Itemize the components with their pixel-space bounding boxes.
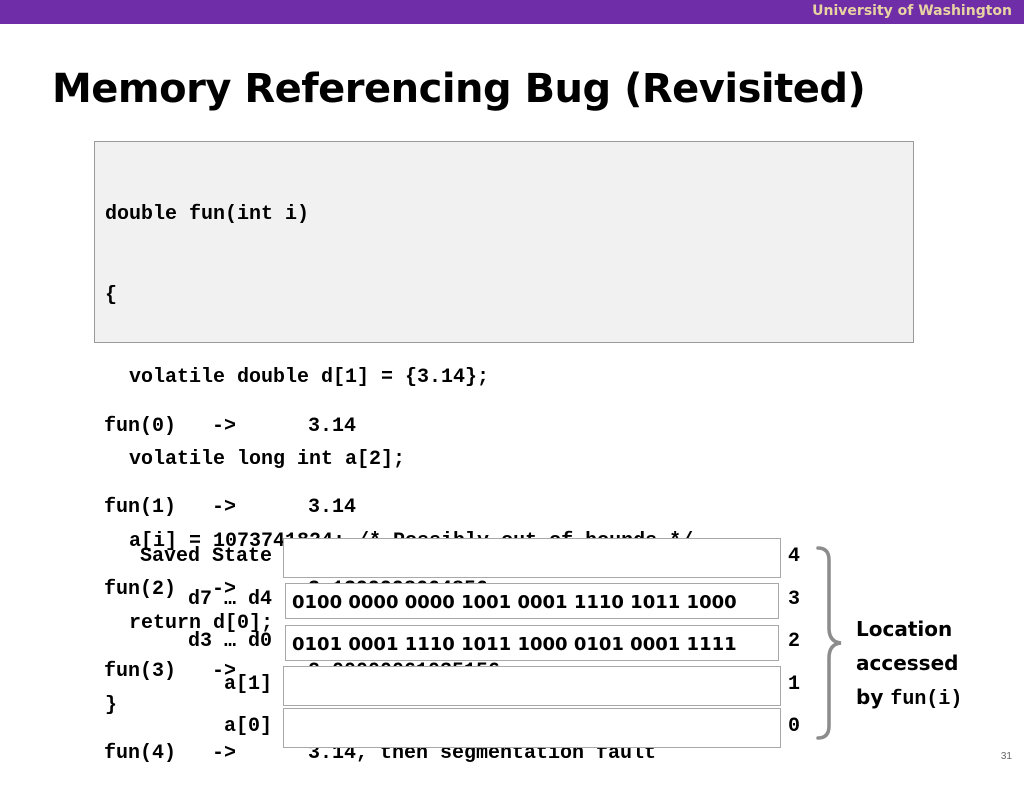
memory-label-a1: a[1]	[223, 673, 272, 696]
memory-index-2: 2	[788, 630, 801, 653]
memory-cell-1	[283, 666, 781, 706]
memory-label-d3-d0: d3 … d0	[187, 630, 272, 653]
result-arrow: ->	[212, 414, 237, 438]
code-line: volatile long int a[2];	[105, 448, 406, 472]
result-arrow: ->	[212, 660, 237, 684]
memory-index-0: 0	[788, 715, 801, 738]
annotation-code: fun(i)	[890, 688, 963, 711]
memory-cell-4	[283, 538, 781, 578]
result-arrow: ->	[212, 742, 237, 766]
page-number: 31	[1000, 751, 1012, 762]
memory-cell-3: 0100 0000 0000 1001 0001 1110 1011 1000	[285, 583, 779, 619]
code-line: }	[105, 693, 118, 717]
result-row: fun(1) -> 3.14	[104, 494, 656, 521]
memory-cell-2: 0101 0001 1110 1011 1000 0101 0001 1111	[285, 625, 779, 661]
annotation-line: by fun(i)	[856, 680, 962, 717]
result-arrow: ->	[212, 496, 237, 520]
memory-label-d7-d4: d7 … d4	[187, 588, 272, 611]
code-block: double fun(int i) { volatile double d[1]…	[94, 141, 914, 717]
result-value: 3.14	[308, 414, 357, 438]
memory-label-a0: a[0]	[223, 715, 272, 738]
memory-index-4: 4	[788, 545, 801, 568]
result-call: fun(3)	[104, 660, 177, 684]
code-line: volatile double d[1] = {3.14};	[105, 366, 490, 390]
memory-label-saved-state: Saved State	[139, 545, 272, 568]
annotation-line: accessed	[856, 651, 959, 675]
code-line: double fun(int i)	[105, 202, 310, 226]
code-line: return d[0];	[105, 612, 274, 636]
location-annotation: Location accessed by fun(i)	[856, 612, 962, 717]
result-call: fun(1)	[104, 496, 177, 520]
memory-index-1: 1	[788, 673, 801, 696]
annotation-prefix: by	[856, 685, 891, 709]
memory-bits: 0100 0000 0000 1001 0001 1110 1011 1000	[292, 592, 737, 613]
annotation-line: Location	[856, 617, 953, 641]
result-value: 3.14	[308, 496, 357, 520]
slide-title: Memory Referencing Bug (Revisited)	[52, 66, 866, 112]
memory-bits: 0101 0001 1110 1011 1000 0101 0001 1111	[292, 634, 737, 655]
code-line: {	[105, 284, 118, 308]
result-call: fun(2)	[104, 578, 177, 602]
university-name: University of Washington	[812, 3, 1012, 19]
result-call: fun(4)	[104, 742, 177, 766]
memory-index-3: 3	[788, 588, 801, 611]
result-call: fun(0)	[104, 414, 177, 438]
memory-cell-0	[283, 708, 781, 748]
header-bar: University of Washington	[0, 0, 1024, 24]
result-arrow: ->	[212, 578, 237, 602]
curly-brace-icon	[816, 546, 842, 740]
result-row: fun(0) -> 3.14	[104, 413, 656, 440]
